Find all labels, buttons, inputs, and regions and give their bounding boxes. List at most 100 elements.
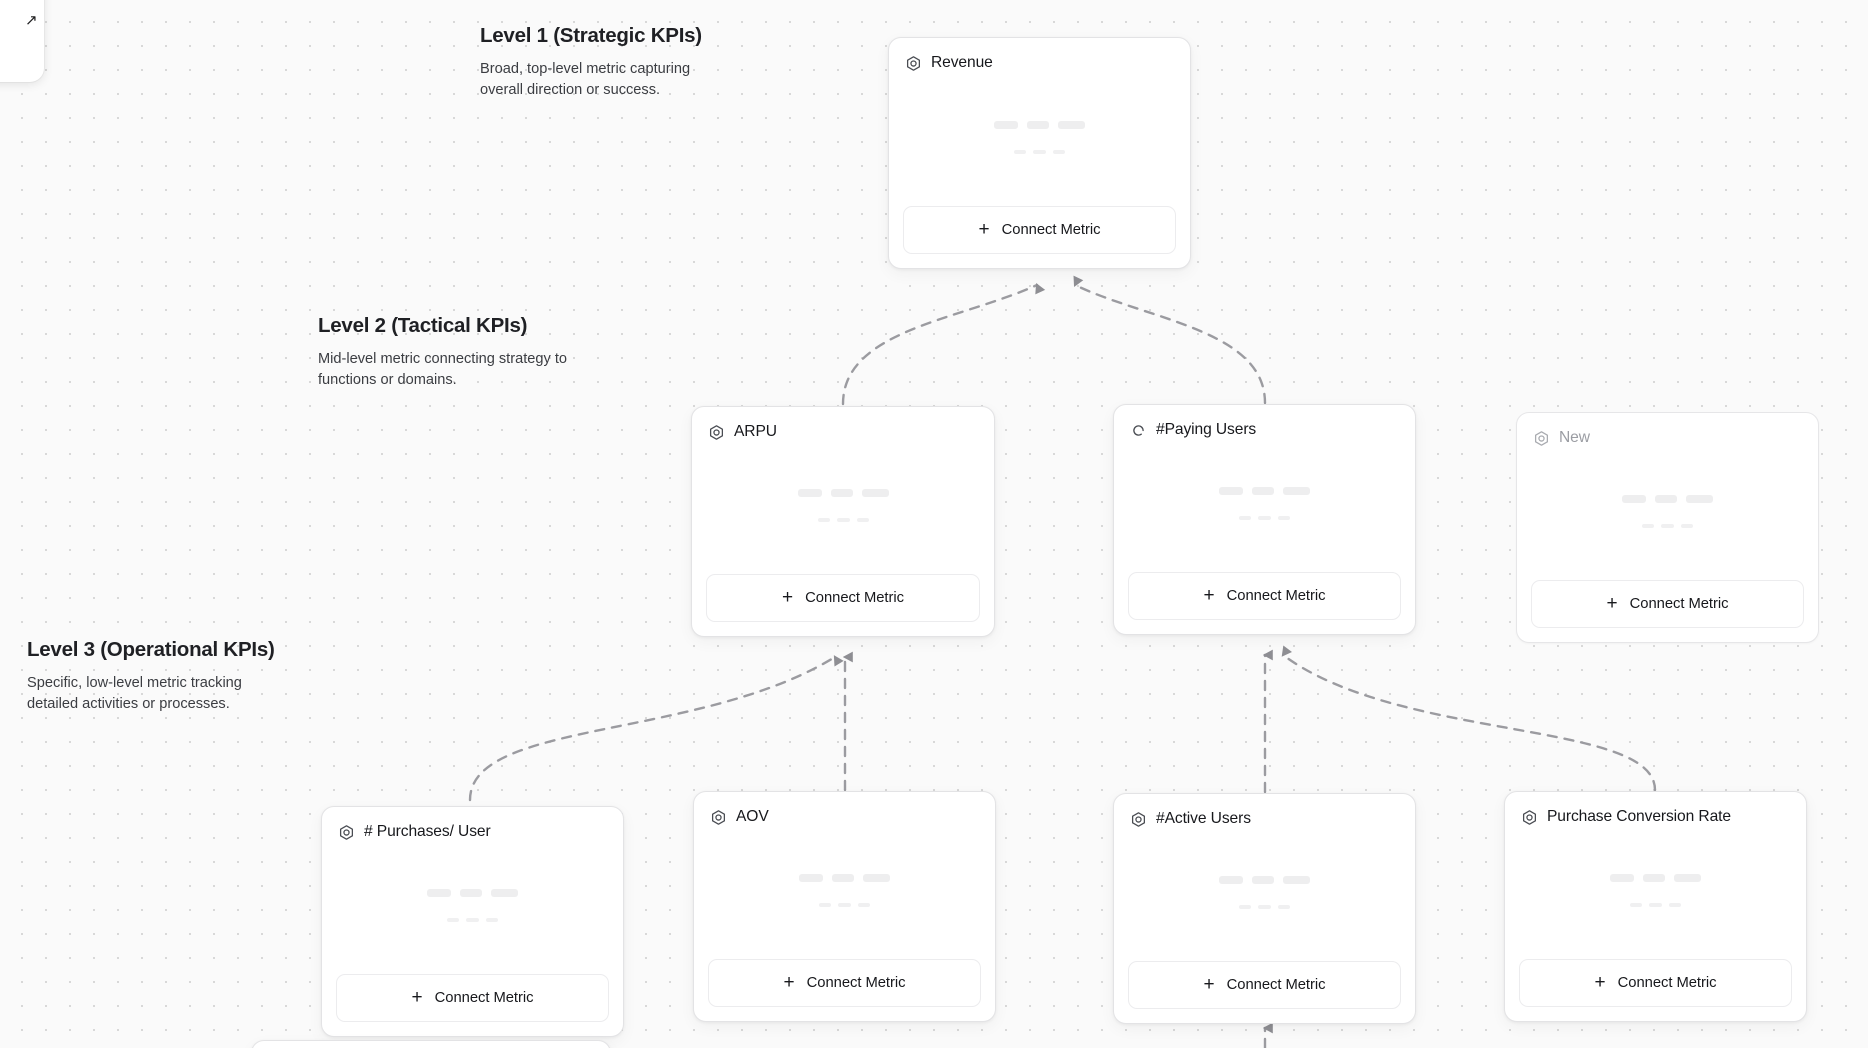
skeleton-bar [832, 874, 854, 882]
connect-metric-button[interactable]: + Connect Metric [1128, 961, 1401, 1009]
edge-paying-users-to-revenue [1073, 275, 1267, 405]
level-1-title: Level 1 (Strategic KPIs) [480, 24, 702, 47]
skeleton-bar [1252, 876, 1274, 884]
card-header: #Paying Users [1114, 405, 1415, 439]
skeleton-bar [1252, 487, 1274, 495]
skeleton-row-primary [1622, 495, 1713, 503]
connect-metric-button[interactable]: + Connect Metric [1128, 572, 1401, 620]
skeleton-bar [1239, 516, 1251, 520]
card-header: ARPU [692, 407, 994, 441]
edge-purchases-per-user-to-arpu [468, 655, 844, 802]
connect-metric-label: Connect Metric [1226, 977, 1326, 993]
skeleton-bar [1649, 903, 1662, 907]
metric-card-active-users[interactable]: #Active Users + Connect Metric [1113, 793, 1416, 1024]
card-title: Purchase Conversion Rate [1547, 808, 1731, 825]
card-skeleton-body [692, 441, 994, 574]
skeleton-row-primary [1610, 874, 1701, 882]
level-3-label: Level 3 (Operational KPIs) Specific, low… [27, 638, 277, 715]
skeleton-bar [1681, 524, 1693, 528]
skeleton-bar [447, 918, 459, 922]
metric-card-aov[interactable]: AOV + Connect Metric [693, 791, 996, 1022]
card-header: #Active Users [1114, 794, 1415, 828]
card-skeleton-body [1517, 447, 1818, 580]
skeleton-row-primary [1219, 487, 1310, 495]
target-hexagon-icon [1130, 811, 1147, 828]
level-1-description: Broad, top-level metric capturing overal… [480, 61, 691, 99]
skeleton-row-secondary [1630, 903, 1681, 907]
card-title: #Paying Users [1156, 421, 1257, 438]
connect-metric-label: Connect Metric [806, 975, 906, 991]
skeleton-bar [1642, 524, 1654, 528]
skeleton-bar [838, 903, 851, 907]
skeleton-bar [817, 518, 830, 522]
connect-metric-label: Connect Metric [1226, 588, 1326, 604]
connect-metric-label: Connect Metric [434, 990, 534, 1006]
connect-metric-button[interactable]: + Connect Metric [336, 974, 609, 1022]
card-title: Revenue [931, 54, 993, 71]
metric-card-paying-users[interactable]: #Paying Users + Connect Metric [1113, 404, 1416, 635]
skeleton-row-secondary [1642, 524, 1693, 528]
skeleton-bar [460, 889, 482, 897]
plus-icon: + [783, 971, 795, 993]
connect-metric-button[interactable]: + Connect Metric [1531, 580, 1804, 628]
card-title: New [1559, 429, 1590, 446]
skeleton-bar [1669, 903, 1681, 907]
metric-card-new[interactable]: New + Connect Metric [1516, 412, 1819, 643]
connect-metric-button[interactable]: + Connect Metric [903, 206, 1176, 254]
connect-metric-label: Connect Metric [805, 590, 904, 606]
target-hexagon-icon [1521, 809, 1538, 826]
card-header: New [1517, 413, 1818, 447]
plus-icon: + [1203, 584, 1215, 606]
target-hexagon-icon [338, 824, 355, 841]
skeleton-bar [819, 903, 831, 907]
plus-icon: + [1594, 971, 1606, 993]
skeleton-bar [1258, 905, 1271, 909]
card-header: Purchase Conversion Rate [1505, 792, 1806, 826]
connect-metric-button[interactable]: + Connect Metric [1519, 959, 1792, 1007]
skeleton-row-secondary [447, 918, 498, 922]
skeleton-bar [1027, 120, 1049, 129]
plus-icon: + [978, 218, 990, 240]
plus-icon: + [1203, 973, 1215, 995]
card-skeleton-body [1114, 828, 1415, 961]
metric-card-purchase-conversion-rate[interactable]: Purchase Conversion Rate + Connect Metri… [1504, 791, 1807, 1022]
skeleton-bar [1661, 524, 1674, 528]
skeleton-bar [858, 903, 870, 907]
card-skeleton-body [1114, 439, 1415, 572]
skeleton-bar [1014, 149, 1026, 154]
target-hexagon-icon [905, 55, 922, 72]
skeleton-row-primary [797, 489, 889, 497]
plus-icon: + [782, 586, 794, 608]
skeleton-bar [1283, 487, 1310, 495]
connect-metric-button[interactable]: + Connect Metric [706, 574, 980, 622]
card-skeleton-body [1505, 826, 1806, 959]
target-hexagon-icon [1533, 430, 1550, 447]
edge-purchase-conversion-rate-to-paying-users [1281, 645, 1657, 792]
card-skeleton-body [889, 72, 1190, 206]
metric-card-revenue[interactable]: Revenue + Connect Metric [888, 37, 1191, 269]
skeleton-bar [1622, 495, 1646, 503]
card-skeleton-body [694, 826, 995, 959]
skeleton-bar [1610, 874, 1634, 882]
skeleton-row-secondary [817, 518, 869, 522]
metric-card-offscreen-bottom[interactable] [251, 1040, 611, 1048]
card-skeleton-body [322, 841, 623, 974]
connect-metric-button[interactable]: + Connect Metric [708, 959, 981, 1007]
target-hexagon-icon [708, 424, 725, 441]
metric-card-arpu[interactable]: ARPU + Connect Metric [691, 406, 995, 637]
level-2-label: Level 2 (Tactical KPIs) Mid-level metric… [318, 314, 568, 391]
skeleton-bar [1258, 516, 1271, 520]
skeleton-bar [1058, 120, 1085, 129]
skeleton-bar [861, 489, 889, 497]
skeleton-bar [830, 489, 853, 497]
skeleton-bar [1219, 876, 1243, 884]
metric-card-purchases-per-user[interactable]: # Purchases/ User + Connect Metric [321, 806, 624, 1037]
cursor-arrow-icon: ↗ [25, 12, 38, 29]
skeleton-bar [466, 918, 479, 922]
card-title: # Purchases/ User [364, 823, 491, 840]
skeleton-bar [491, 889, 518, 897]
corner-panel[interactable]: ↗ [0, 0, 44, 82]
skeleton-bar [856, 518, 869, 522]
skeleton-bar [1674, 874, 1701, 882]
